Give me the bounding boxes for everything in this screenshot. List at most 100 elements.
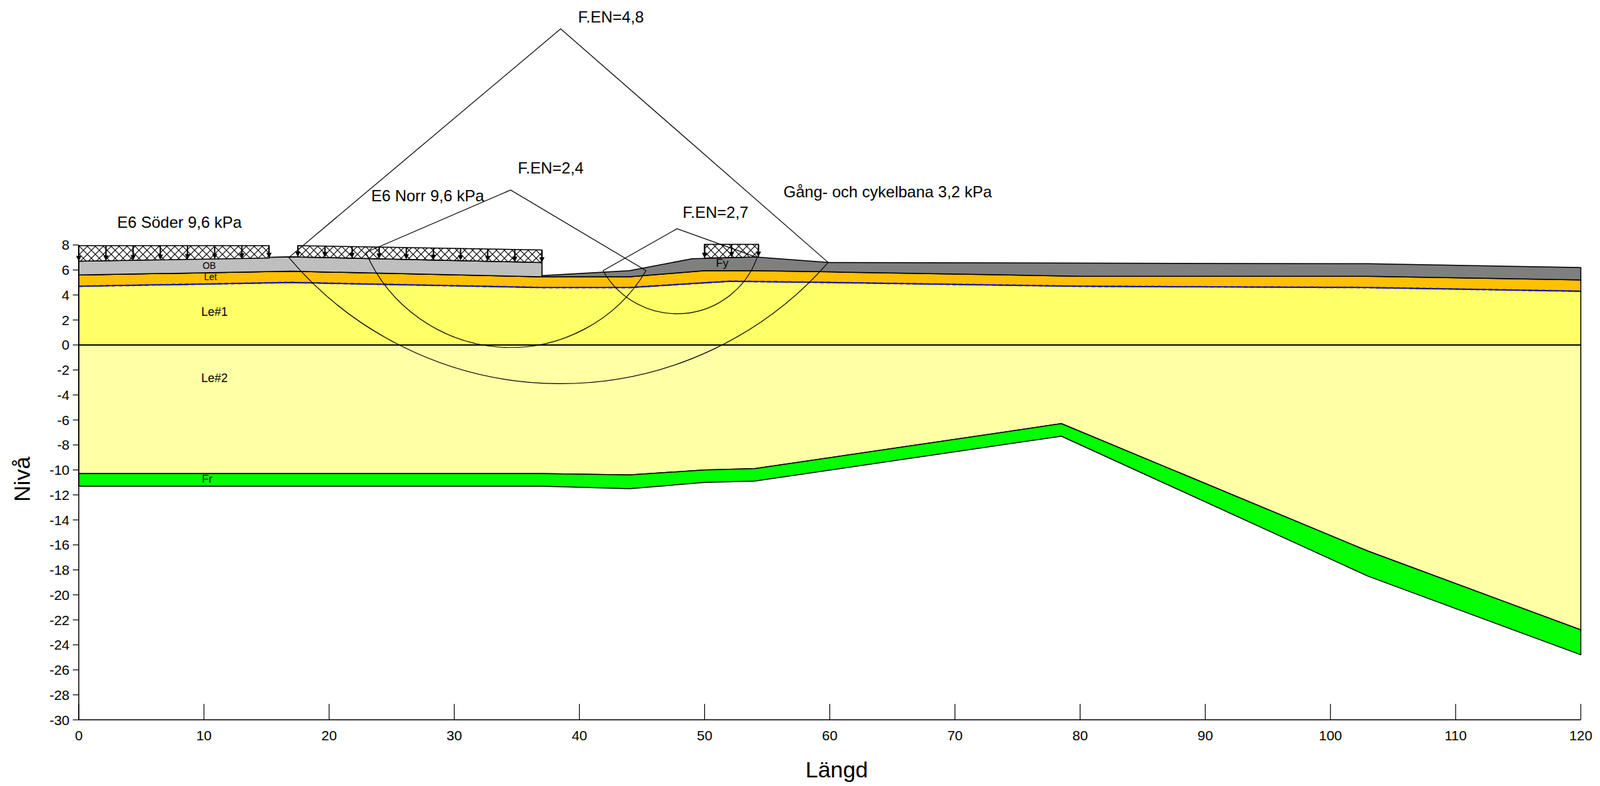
x-tick	[829, 703, 831, 720]
x-tick	[954, 703, 956, 720]
slip-radius-lines	[603, 228, 758, 271]
y-tick	[72, 344, 79, 345]
y-tick	[72, 718, 79, 720]
clay-layer-2	[78, 344, 1581, 630]
load-arrowhead	[322, 252, 328, 258]
layer-text: OB	[202, 260, 216, 271]
y-tick	[72, 494, 79, 496]
x-tick-label: 100	[1318, 727, 1342, 743]
x-tick	[454, 703, 455, 720]
x-tick-label: 60	[822, 727, 838, 743]
soil-layer-label: Le#2	[201, 372, 228, 386]
y-tick-label: -2	[56, 362, 70, 378]
soil-layer-label: Let	[203, 272, 217, 283]
safety-factor-label: F.EN=2,4	[517, 159, 584, 177]
load-arrowhead	[539, 256, 545, 263]
slip-circle	[366, 252, 647, 347]
layer-text: E6 Norr 9,6 kPa	[371, 186, 485, 205]
x-tick-label: 40	[571, 727, 588, 743]
load-arrowhead	[430, 254, 437, 261]
y-tick-label: -22	[49, 612, 70, 628]
y-tick-label: -6	[56, 412, 70, 428]
load-arrowhead	[184, 254, 190, 260]
y-tick	[72, 269, 79, 271]
slip-circle	[288, 257, 829, 384]
safety-factor-label: F.EN=4,8	[577, 8, 644, 26]
friction-layer	[78, 423, 1581, 655]
layer-text: Le#1	[201, 305, 228, 319]
y-tick-label: 4	[61, 287, 70, 303]
load-arrowhead	[295, 251, 301, 257]
y-tick-label: -30	[49, 712, 70, 728]
x-tick	[1204, 703, 1206, 720]
y-tick-label: 0	[61, 336, 70, 353]
y-tick	[72, 419, 79, 421]
layer-text: Gång- och cykelbana 3,2 kPa	[783, 182, 993, 201]
y-tick	[72, 519, 79, 521]
y-tick-label: 6	[61, 262, 70, 278]
x-axis-title: Längd	[805, 757, 869, 782]
x-tick	[1580, 703, 1581, 720]
load-ground	[78, 245, 269, 262]
load-area	[78, 245, 269, 262]
y-tick	[72, 669, 79, 670]
load-arrowhead	[458, 255, 464, 261]
load-arrowhead	[403, 254, 410, 260]
load-arrowhead	[701, 252, 707, 259]
x-tick	[1329, 703, 1331, 720]
load-arrowhead	[728, 252, 735, 258]
layer-boundary	[78, 344, 1581, 346]
x-tick	[1079, 703, 1081, 720]
y-tick	[72, 569, 79, 570]
x-tick	[78, 703, 79, 720]
y-tick-label: -8	[56, 436, 70, 453]
groundwater-line	[78, 281, 1581, 292]
x-tick-label: 70	[947, 727, 963, 743]
x-tick	[329, 703, 330, 720]
x-tick	[579, 703, 580, 720]
x-tick-label: 20	[321, 727, 337, 743]
x-tick-label: 10	[195, 727, 212, 743]
y-tick	[72, 319, 79, 321]
slip-radius-lines	[288, 29, 829, 263]
slip-circle	[603, 257, 758, 314]
load-arrowhead	[512, 256, 518, 262]
y-tick	[72, 469, 79, 471]
y-tick	[72, 544, 79, 545]
y-tick-label: -20	[49, 587, 70, 603]
y-tick	[72, 394, 79, 396]
y-tick-label: -10	[49, 462, 70, 478]
safety-factor-label: F.EN=2,7	[682, 203, 749, 222]
soil-layer-label: OB	[202, 260, 216, 271]
y-tick-label: -18	[49, 562, 70, 578]
x-tick-label: 110	[1444, 727, 1467, 743]
layer-text: Le#2	[201, 371, 228, 385]
y-tick	[72, 618, 79, 620]
load-label: Gång- och cykelbana 3,2 kPa	[783, 183, 993, 201]
x-tick-label: 50	[697, 727, 713, 743]
x-tick-label: 90	[1197, 727, 1213, 743]
y-tick	[72, 694, 79, 696]
y-axis-title: Nivå	[9, 456, 35, 502]
x-tick-label: 30	[446, 727, 463, 743]
load-label: E6 Söder 9,6 kPa	[117, 213, 242, 232]
y-tick-label: -28	[49, 687, 70, 703]
x-tick	[704, 703, 706, 720]
layer-text: E6 Söder 9,6 kPa	[117, 213, 242, 232]
load-arrowhead	[485, 256, 491, 262]
clay-layer-1	[78, 281, 1581, 345]
layer-text: Fy	[716, 256, 729, 270]
soil-layer-label: Fr	[201, 473, 213, 486]
load-ground	[297, 245, 543, 263]
y-tick-label: -24	[49, 636, 70, 653]
layer-text: Fr	[201, 472, 213, 486]
x-tick-label: 120	[1568, 727, 1593, 743]
load-area	[704, 244, 758, 259]
y-tick	[72, 594, 79, 596]
y-axis	[78, 244, 80, 720]
load-ground	[704, 244, 758, 259]
layer-text: Let	[203, 271, 217, 283]
y-tick-label: 8	[61, 236, 70, 253]
